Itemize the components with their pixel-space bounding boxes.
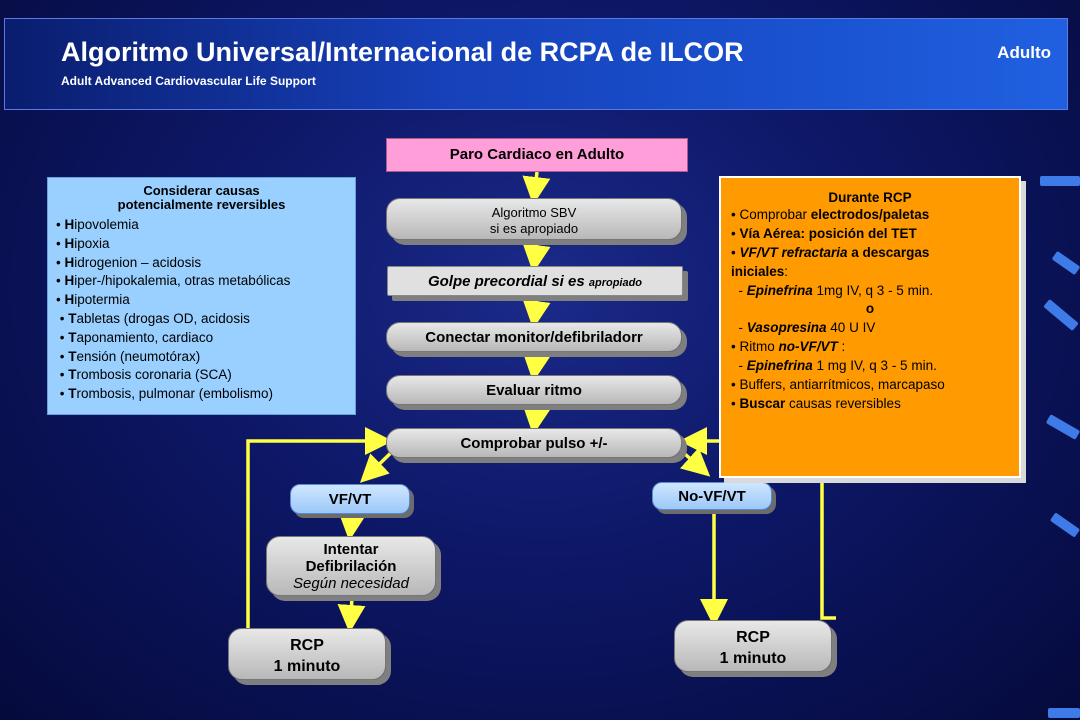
cause-item: • Trombosis coronaria (SCA): [56, 367, 232, 383]
arrow-monitor-evaluar: [522, 351, 551, 382]
vfvt-label: VF/VT: [328, 491, 372, 508]
arrow-intentar-rcp: [337, 597, 366, 633]
golpe-label: Golpe precordial si es: [427, 273, 585, 290]
during-line: • Ritmo no-VF/VT :: [731, 339, 846, 354]
arrow-vfvt-intentar: [338, 511, 367, 541]
during-line: iniciales:: [731, 264, 789, 279]
sbv-box: Algoritmo SBV si es apropiado: [386, 198, 682, 240]
start-label: Paro Cardiaco en Adulto: [449, 146, 625, 163]
monitor-label: Conectar monitor/defibriladorr: [425, 329, 643, 346]
start-box: Paro Cardiaco en Adulto: [386, 138, 688, 172]
corner-label: Adulto: [997, 43, 1051, 62]
pulso-box: Comprobar pulso +/-: [386, 428, 682, 458]
golpe-small: apropiado: [588, 277, 643, 289]
rcp-right-sub: 1 minuto: [719, 650, 787, 667]
evaluar-box: Evaluar ritmo: [386, 375, 682, 405]
arrow-golpe-monitor: [522, 297, 551, 329]
cause-item: • Hipovolemia: [56, 217, 139, 232]
cause-item: • Hipoxia: [56, 235, 110, 251]
arrow-sbv-golpe: [522, 241, 551, 273]
rcp-left-sub: 1 minuto: [273, 658, 341, 675]
during-line: • VF/VT refractaria a descargas: [731, 245, 930, 260]
rcp-right-box: RCP 1 minuto: [674, 620, 832, 672]
monitor-box: Conectar monitor/defibriladorr: [386, 322, 682, 352]
novfvt-box: No-VF/VT: [652, 482, 772, 510]
golpe-box: Golpe precordial si es apropiado: [387, 266, 683, 296]
cause-item: • Trombosis, pulmonar (embolismo): [56, 386, 274, 402]
sbv-sub: si es apropiado: [489, 221, 579, 236]
causes-heading-1: Considerar causas: [143, 183, 260, 198]
page-title: Algoritmo Universal/Internacional de RCP…: [61, 37, 744, 67]
during-line: - Epinefrina 1 mg IV, q 3 - 5 min.: [731, 358, 937, 373]
arrow-start-sbv: [522, 171, 551, 205]
rcp-right-title: RCP: [736, 629, 770, 646]
during-line: • Buscar causas reversibles: [731, 396, 901, 411]
intentar-box: Intentar Defibrilación Según necesidad: [266, 536, 436, 596]
vfvt-box: VF/VT: [290, 484, 410, 514]
arrow-evaluar-pulso: [522, 404, 551, 435]
during-line: • Buffers, antiarrítmicos, marcapaso: [731, 377, 945, 392]
page-subtitle: Adult Advanced Cardiovascular Life Suppo…: [61, 74, 316, 88]
cause-item: • Hipotermia: [56, 292, 130, 308]
cause-item: • Taponamiento, cardiaco: [56, 329, 214, 345]
causes-heading-2: potencialmente reversibles: [117, 197, 286, 212]
during-line: - Vasopresina 40 U IV: [731, 320, 876, 335]
pulso-label: Comprobar pulso +/-: [460, 435, 608, 452]
during-cpr-box: Durante RCP • Comprobar electrodos/palet…: [719, 176, 1021, 478]
during-line: • Vía Aérea: posición del TET: [731, 226, 917, 241]
rcp-left-title: RCP: [290, 637, 324, 654]
causes-list: • Hipovolemia • Hipoxia • Hidrogenion – …: [48, 216, 355, 404]
during-or: o: [865, 301, 875, 316]
rcp-left-box: RCP 1 minuto: [228, 628, 386, 680]
reversible-causes-box: Considerar causas potencialmente reversi…: [47, 177, 356, 415]
decor-mark: [1040, 176, 1080, 186]
decor-mark: [1048, 708, 1080, 718]
intentar-line3: Según necesidad: [293, 575, 409, 592]
during-heading: Durante RCP: [828, 190, 912, 205]
intentar-line2: Defibrilación: [305, 558, 397, 575]
during-line: • Comprobar electrodos/paletas: [731, 207, 930, 222]
intentar-line1: Intentar: [323, 541, 379, 558]
during-line: - Epinefrina 1mg IV, q 3 - 5 min.: [731, 283, 934, 298]
novfvt-label: No-VF/VT: [678, 488, 746, 505]
cause-item: • Tensión (neumotórax): [56, 348, 201, 364]
sbv-title: Algoritmo SBV: [491, 205, 577, 220]
header-banner: Algoritmo Universal/Internacional de RCP…: [4, 18, 1068, 110]
cause-item: • Hiper-/hipokalemia, otras metabólicas: [56, 273, 291, 289]
evaluar-label: Evaluar ritmo: [486, 382, 582, 399]
cause-item: • Tabletas (drogas OD, acidosis: [56, 310, 250, 326]
cause-item: • Hidrogenion – acidosis: [56, 254, 202, 270]
